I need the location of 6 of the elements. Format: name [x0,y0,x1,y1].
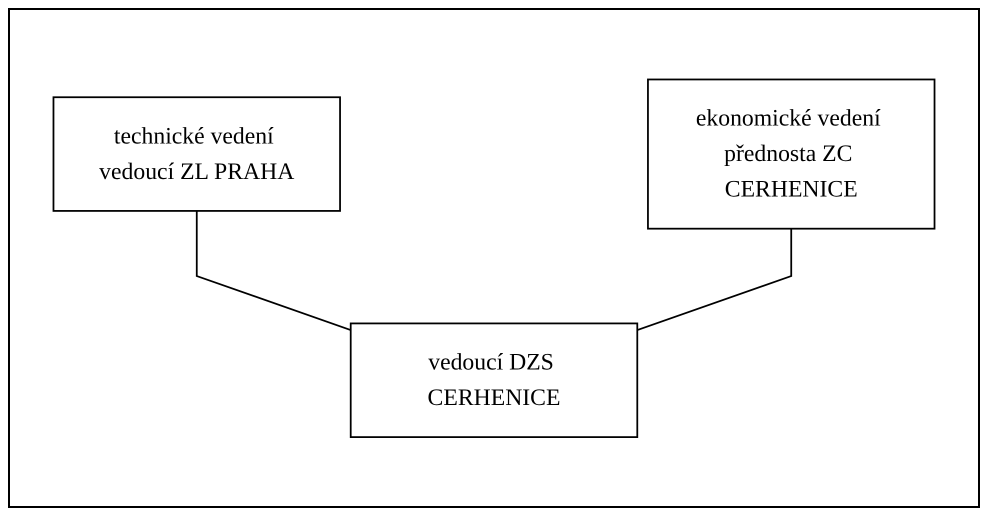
page-frame: technické vedení vedoucí ZL PRAHA ekonomické vedení přednosta ZC CERHENICE vedoucí DZS CERHENICE [8,8,980,508]
node-box [647,78,936,230]
connector [637,228,792,331]
connector [196,210,351,331]
node-box [350,322,638,438]
node-box [52,96,341,212]
